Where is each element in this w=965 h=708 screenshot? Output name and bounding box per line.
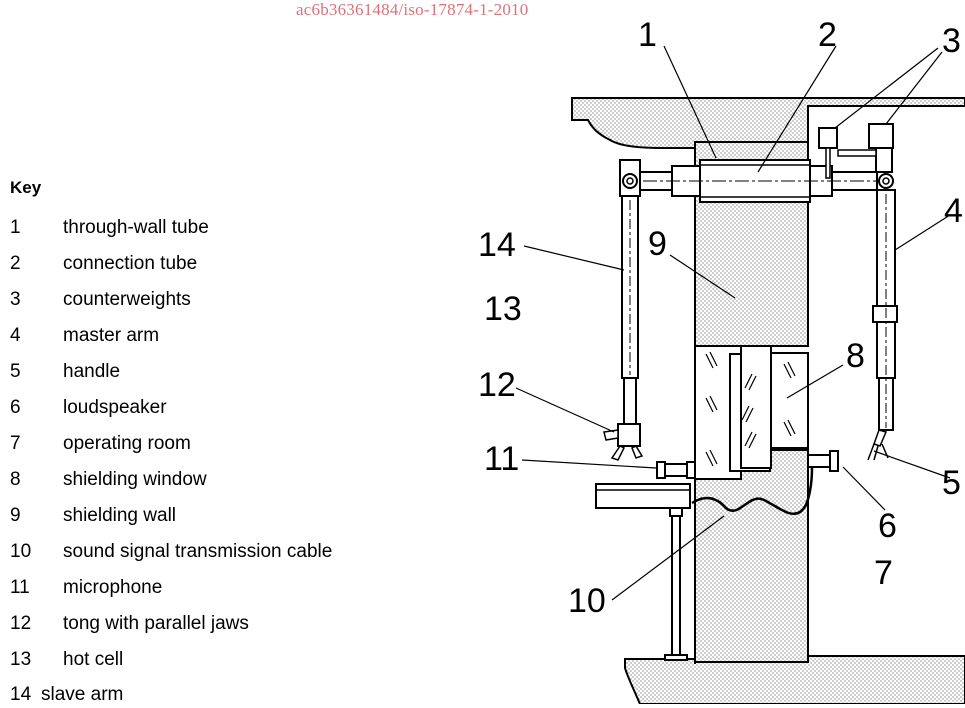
key-item-label: sound signal transmission cable [63, 541, 333, 562]
slave-arm [619, 159, 641, 425]
connection-tube [620, 165, 890, 197]
callout-2: 2 [818, 16, 837, 54]
key-item-number: 12 [10, 613, 32, 634]
leader-lines [515, 45, 951, 601]
ceiling-slab [571, 97, 965, 149]
key-item: 14 slave arm [10, 684, 430, 708]
key-item-label: loudspeaker [63, 397, 167, 418]
key-item-number: 5 [10, 361, 21, 382]
key-item: 12 tong with parallel jaws [10, 613, 430, 637]
key-item-label: counterweights [63, 289, 191, 310]
shielding-wall-lower [694, 449, 809, 663]
key-item: 3 counterweights [10, 289, 430, 313]
callout-9: 9 [648, 225, 667, 263]
sound-signal-cable [691, 467, 814, 516]
key-item-label: hot cell [63, 649, 124, 670]
key-item-number: 1 [10, 217, 21, 238]
key-item-number: 11 [10, 577, 30, 598]
key-item-number: 9 [10, 505, 21, 526]
key-item: 10 sound signal transmission cable [10, 541, 430, 565]
callout-1: 1 [638, 16, 657, 54]
callout-8: 8 [846, 337, 865, 375]
microphone [656, 461, 696, 479]
key-item: 5 handle [10, 361, 430, 385]
key-item: 7 operating room [10, 433, 430, 457]
key-item-label: tong with parallel jaws [63, 613, 249, 634]
callout-7: 7 [874, 554, 893, 592]
key-item-number: 8 [10, 469, 21, 490]
key-item: 2 connection tube [10, 253, 430, 277]
key-item-number: 7 [10, 433, 21, 454]
key-item: 8 shielding window [10, 469, 430, 493]
callout-14: 14 [478, 226, 516, 264]
key-item-number: 13 [10, 649, 32, 670]
key-item: 13 hot cell [10, 649, 430, 673]
key-item-label: shielding wall [63, 505, 177, 526]
shielding-window [694, 345, 809, 480]
callout-3: 3 [942, 22, 961, 60]
key-item-label: master arm [63, 325, 160, 346]
key-item-number: 4 [10, 325, 21, 346]
key-item-number: 14 [10, 684, 32, 705]
key-item-label: shielding window [63, 469, 207, 490]
key-heading: Key [10, 178, 42, 197]
callout-11: 11 [484, 440, 519, 478]
hot-cell-table [595, 483, 691, 661]
key-item: 11 microphone [10, 577, 430, 601]
callout-12: 12 [478, 366, 516, 404]
key-item-label: handle [63, 361, 121, 382]
key-item: 1 through-wall tube [10, 217, 430, 241]
key-item-label: microphone [63, 577, 163, 598]
key-item-number: 3 [10, 289, 21, 310]
key-item-label: connection tube [63, 253, 198, 274]
key-legend: Key 1 through-wall tube 2 connection tub… [10, 0, 430, 705]
key-item-number: 6 [10, 397, 21, 418]
master-arm [872, 173, 898, 431]
callout-10: 10 [568, 582, 606, 620]
floor-slab [624, 655, 965, 704]
tong-with-parallel-jaws [603, 423, 644, 461]
callout-6: 6 [878, 507, 897, 545]
handle [867, 429, 889, 461]
key-item-label: operating room [63, 433, 191, 454]
key-item-label: slave arm [41, 684, 124, 705]
callout-4: 4 [944, 192, 963, 230]
key-item-label: through-wall tube [63, 217, 209, 238]
callout-13: 13 [484, 290, 522, 328]
watermark-text: ac6b36361484/iso-17874-1-2010 [296, 0, 529, 19]
key-item: 6 loudspeaker [10, 397, 430, 421]
key-item: 9 shielding wall [10, 505, 430, 529]
counterweights [818, 123, 894, 179]
key-item-number: 2 [10, 253, 21, 274]
callout-5: 5 [942, 464, 961, 502]
key-item-number: 10 [10, 541, 32, 562]
key-item: 4 master arm [10, 325, 430, 349]
loudspeaker [807, 450, 839, 472]
